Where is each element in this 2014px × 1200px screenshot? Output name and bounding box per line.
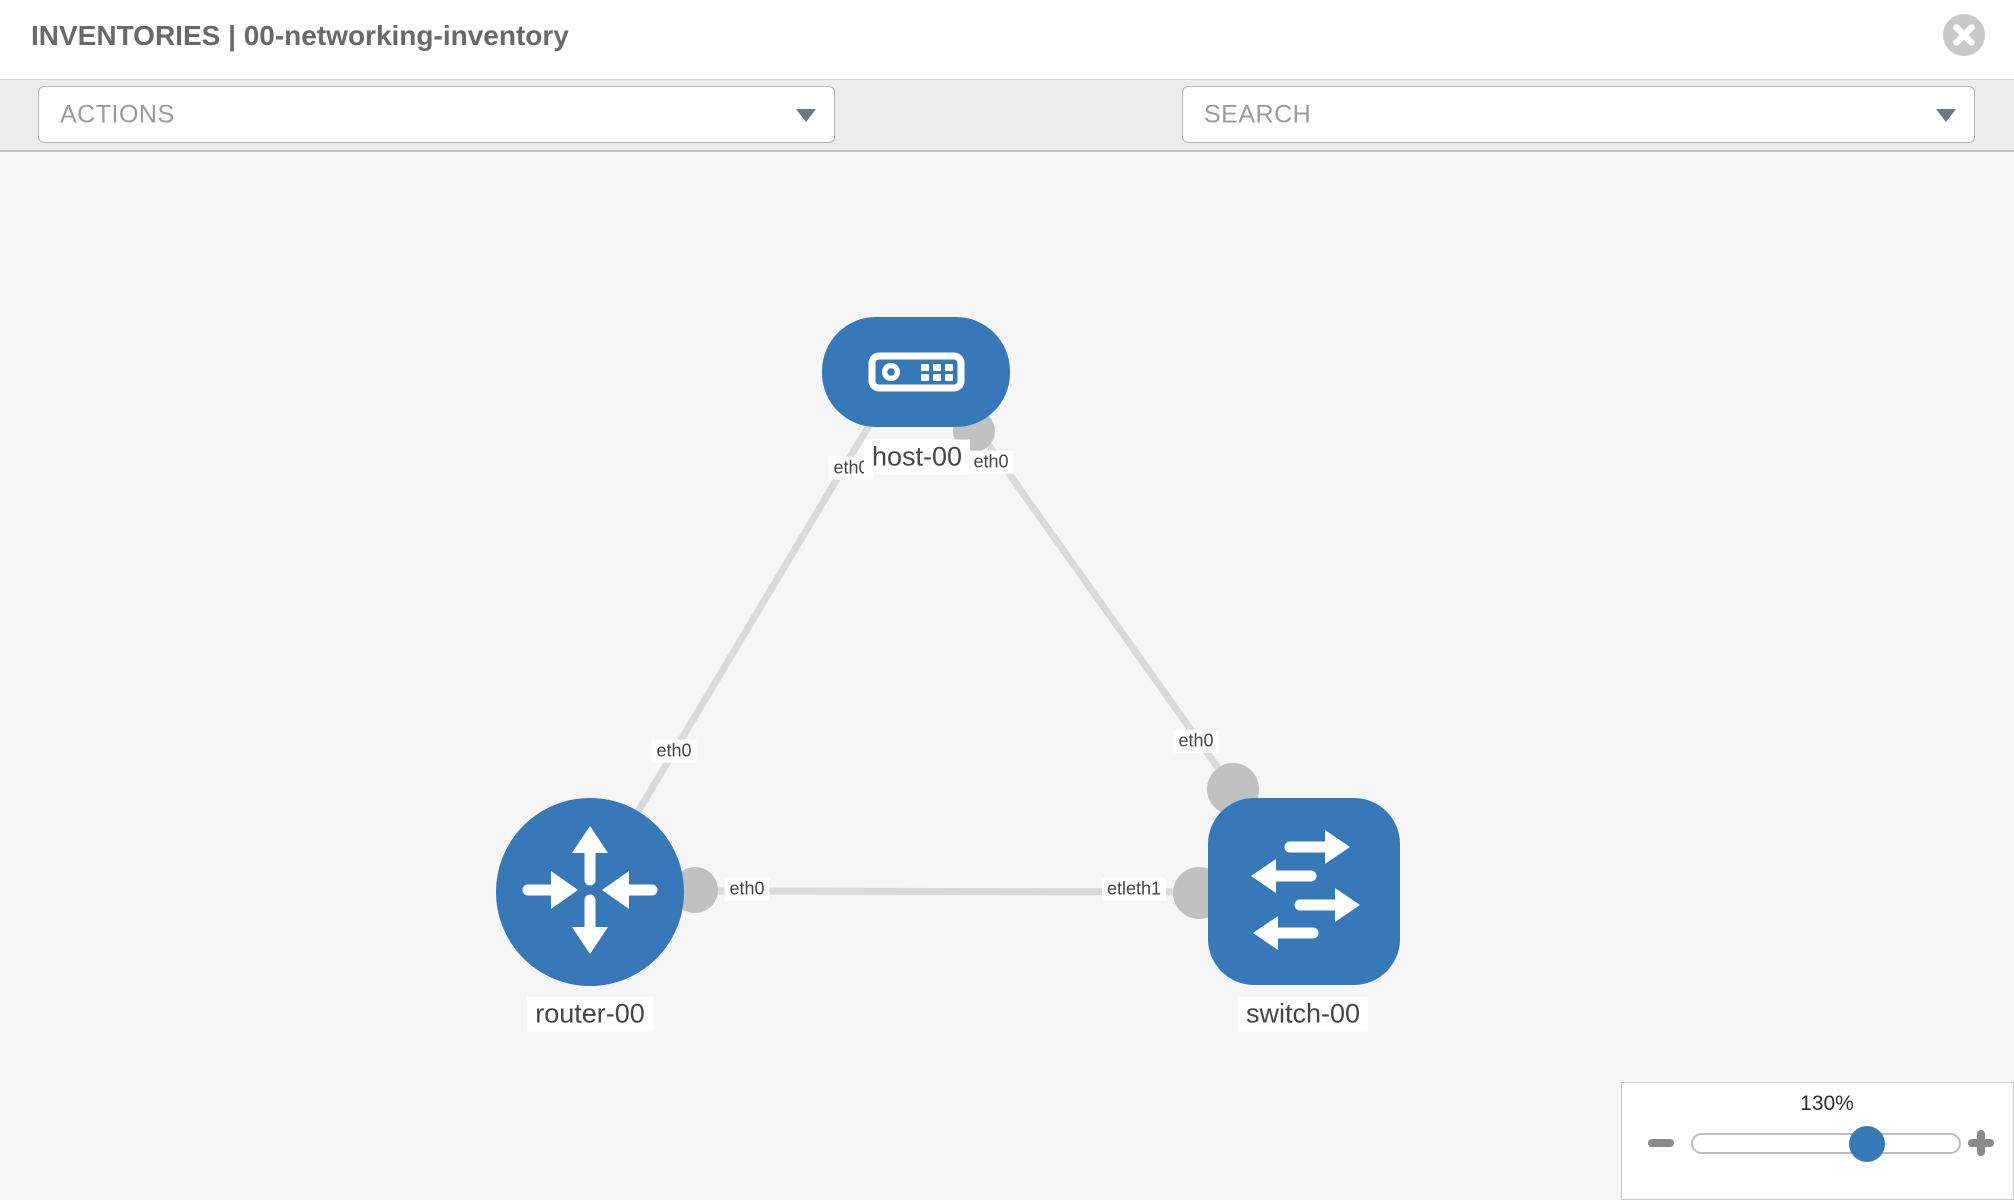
zoom-slider-thumb[interactable] — [1849, 1126, 1885, 1162]
interface-label: eth0 — [828, 456, 874, 480]
node-router-00[interactable] — [496, 798, 684, 986]
interface-label: eth0 — [968, 450, 1014, 474]
chevron-down-icon — [1936, 108, 1956, 122]
zoom-out-button[interactable] — [1648, 1139, 1674, 1147]
zoom-level-value: 130% — [1800, 1092, 1854, 1115]
node-label-host: host-00 — [863, 439, 971, 475]
page-title: INVENTORIES | 00-networking-inventory — [31, 20, 569, 51]
close-icon — [1943, 14, 1985, 56]
search-dropdown[interactable]: SEARCH — [1182, 86, 1975, 143]
interface-label: eth0 — [651, 739, 697, 763]
zoom-in-button[interactable] — [1968, 1130, 1994, 1156]
interface-label: eth0 — [1173, 729, 1219, 753]
actions-dropdown-label: ACTIONS — [60, 100, 175, 128]
actions-dropdown[interactable]: ACTIONS — [38, 86, 835, 143]
chevron-down-icon — [796, 108, 816, 122]
router-icon — [522, 826, 658, 954]
switch-icon — [1251, 830, 1360, 950]
zoom-slider[interactable] — [1691, 1126, 1961, 1162]
link-host-router[interactable] — [586, 405, 884, 894]
interface-label: eth0 — [724, 877, 770, 901]
node-host-00[interactable] — [822, 317, 1010, 427]
header: INVENTORIES | 00-networking-inventory — [0, 0, 2014, 80]
node-label-router: router-00 — [527, 996, 653, 1032]
zoom-control-panel: 130% — [1621, 1082, 2014, 1200]
topology-canvas[interactable]: eth0 host-00 eth0 eth0 eth0 etleth1 eth0… — [0, 152, 2014, 1200]
close-button[interactable] — [1942, 13, 1986, 57]
node-label-switch: switch-00 — [1237, 996, 1369, 1032]
search-dropdown-label: SEARCH — [1204, 100, 1312, 128]
host-icon — [868, 352, 965, 392]
node-switch-00[interactable] — [1208, 798, 1400, 985]
toolbar: ACTIONS SEARCH — [0, 80, 2014, 212]
interface-label: etleth1 — [1101, 877, 1167, 901]
